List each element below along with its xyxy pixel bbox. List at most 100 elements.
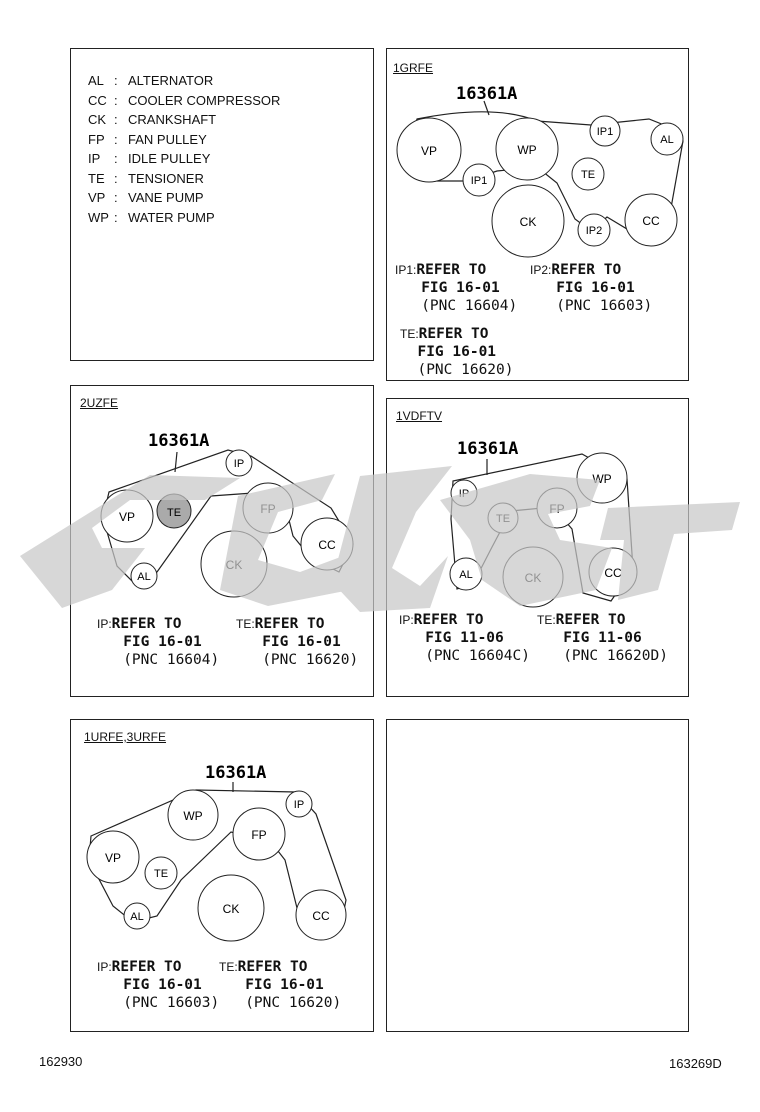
belt-diagram-1grfe: VP WP IP1 AL TE IP1 CK IP2 CC 16361A [396, 84, 684, 258]
pulley-fp: FP [232, 807, 286, 861]
engine-label: 1VDFTV [396, 409, 443, 423]
ref-ip1: IP1:REFER TO FIG 16-01 (PNC 16604) [395, 262, 518, 314]
legend-abbr: AL [88, 73, 104, 88]
svg-text:TE: TE [496, 513, 510, 525]
pulley-vp: VP [396, 117, 462, 183]
legend-separator: : [114, 170, 118, 186]
svg-text:AL: AL [459, 569, 472, 581]
ref-te: TE:REFER TO FIG 11-06 (PNC 16620D) [537, 612, 668, 664]
part-number: 16361A [457, 439, 518, 459]
pulley-ck: CK [502, 546, 564, 608]
legend-name: VANE PUMP [128, 190, 204, 205]
svg-text:VP: VP [105, 851, 121, 865]
svg-text:AL: AL [660, 134, 673, 146]
legend-name: TENSIONER [128, 170, 204, 186]
legend-name: FAN PULLEY [128, 131, 207, 147]
svg-text:FP: FP [549, 502, 564, 516]
svg-text:WP: WP [592, 472, 611, 486]
ref-ip2: IP2:REFER TO FIG 16-01 (PNC 16603) [530, 262, 653, 314]
legend-name: IDLE PULLEY [128, 151, 211, 166]
legend-row: CC: COOLER COMPRESSOR [88, 91, 280, 111]
svg-text:CC: CC [318, 538, 336, 552]
panel-1vdftv: 1VDFTV IP WP TE FP AL CK CC 16361A IP:RE… [386, 398, 689, 697]
svg-text:AL: AL [130, 911, 143, 923]
footer-right-code: 163269D [669, 1056, 722, 1071]
pulley-al: AL [449, 557, 483, 591]
legend-row: AL:ALTERNATOR [88, 71, 280, 91]
svg-text:CK: CK [525, 571, 542, 585]
panel-1urfe-3urfe: 1URFE,3URFE WP IP VP FP TE CK CC AL 1636… [70, 719, 374, 1032]
engine-label: 1GRFE [393, 61, 434, 75]
svg-text:CC: CC [642, 214, 660, 228]
pulley-wp: WP [167, 789, 219, 841]
svg-text:IP: IP [294, 799, 304, 811]
pulley-vp: VP [100, 489, 154, 543]
svg-text:CK: CK [223, 902, 240, 916]
pulley-wp: WP [576, 452, 628, 504]
legend-separator: : [114, 92, 118, 108]
belt-diagram-1urfe: WP IP VP FP TE CK CC AL 16361A [86, 763, 347, 942]
legend-name: COOLER COMPRESSOR [128, 92, 281, 108]
legend-separator: : [114, 131, 118, 147]
callout-line [174, 451, 178, 473]
pulley-te: TE [144, 856, 178, 890]
legend-name: CRANKSHAFT [128, 112, 217, 127]
pulley-ip2: IP2 [577, 213, 611, 247]
svg-text:IP: IP [234, 458, 244, 470]
engine-label: 1URFE,3URFE [84, 730, 167, 744]
pulley-ip: IP [225, 449, 253, 477]
legend-separator: : [114, 190, 118, 205]
pulley-te: TE [156, 493, 192, 529]
pulley-wp: WP [495, 117, 559, 181]
part-number: 16361A [148, 431, 209, 451]
pulley-te: TE [571, 157, 605, 191]
legend-abbr: IP [88, 151, 101, 166]
callout-line [483, 100, 490, 116]
pulley-ip1-upper: IP1 [589, 115, 621, 147]
legend-row: CK: CRANKSHAFT [88, 110, 280, 130]
svg-text:CC: CC [604, 566, 622, 580]
pulley-cc: CC [624, 193, 678, 247]
svg-text:IP1: IP1 [471, 175, 488, 187]
ref-ip: IP:REFER TO FIG 16-01 (PNC 16604) [97, 616, 220, 668]
svg-text:AL: AL [137, 571, 150, 583]
pulley-al: AL [123, 902, 151, 930]
legend-separator: : [114, 112, 118, 127]
pulley-ip: IP [285, 790, 313, 818]
footer-left-code: 162930 [39, 1054, 83, 1069]
pulley-ip: IP [450, 479, 478, 507]
svg-text:IP: IP [459, 488, 469, 500]
svg-text:IP1: IP1 [597, 126, 614, 138]
legend-name: WATER PUMP [128, 209, 215, 225]
pulley-ck: CK [491, 184, 565, 258]
engine-label: 2UZFE [80, 396, 119, 410]
ref-ip: IP:REFER TO FIG 11-06 (PNC 16604C) [399, 612, 530, 664]
pulley-al: AL [130, 562, 158, 590]
legend-abbr: FP [88, 131, 105, 147]
panel-empty [386, 719, 689, 1032]
svg-text:IP2: IP2 [586, 225, 603, 237]
legend-abbr: CC [88, 92, 107, 108]
svg-text:WP: WP [517, 143, 536, 157]
pulley-cc: CC [300, 517, 354, 571]
part-number: 16361A [205, 763, 266, 783]
legend-abbr: VP [88, 190, 106, 205]
panel-1grfe: 1GRFE VP WP IP1 AL TE IP1 CK IP2 CC 1636… [386, 48, 689, 381]
ref-te: TE:REFER TO FIG 16-01 (PNC 16620) [236, 616, 359, 668]
legend-name: ALTERNATOR [128, 73, 214, 88]
svg-text:CK: CK [226, 558, 243, 572]
svg-text:WP: WP [183, 809, 202, 823]
legend-abbr: CK [88, 112, 107, 127]
svg-text:VP: VP [119, 510, 135, 524]
svg-text:CC: CC [312, 909, 330, 923]
svg-text:FP: FP [251, 828, 266, 842]
part-number: 16361A [456, 84, 517, 104]
ref-ip: IP:REFER TO FIG 16-01 (PNC 16603) [97, 959, 220, 1011]
legend-row: FP: FAN PULLEY [88, 130, 280, 150]
svg-text:VP: VP [421, 144, 437, 158]
pulley-cc: CC [295, 889, 347, 941]
legend-row: IP:IDLE PULLEY [88, 149, 280, 169]
legend-abbr: TE [88, 170, 105, 186]
legend-row: VP: VANE PUMP [88, 188, 280, 208]
